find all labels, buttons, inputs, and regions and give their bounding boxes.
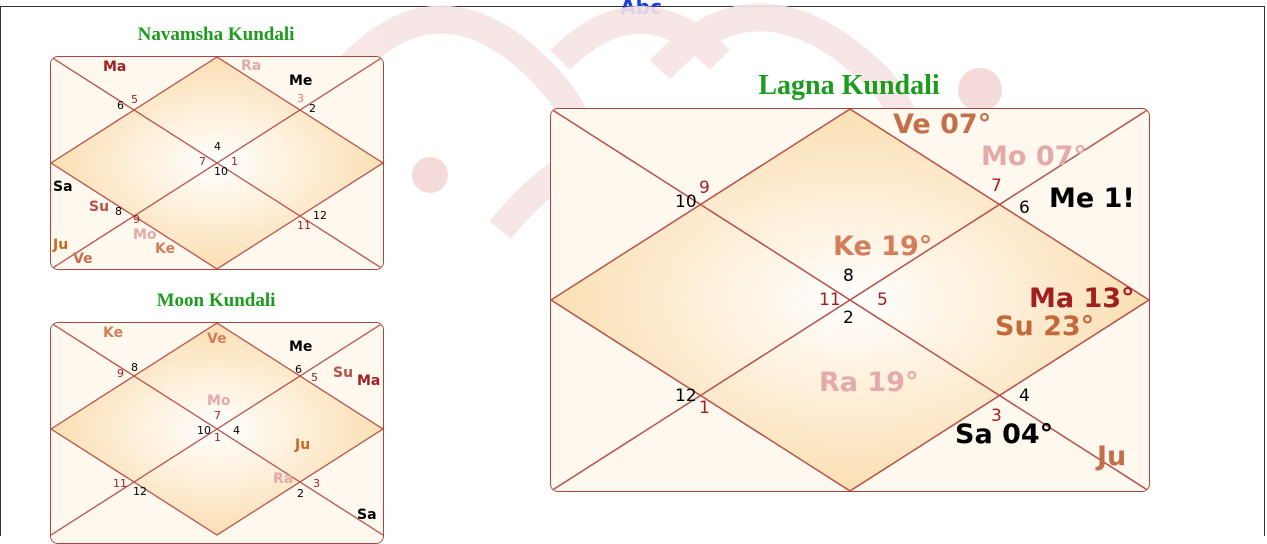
lagna-title: Lagna Kundali	[758, 70, 940, 101]
nav-house-10: 10	[214, 165, 228, 178]
moon-planet-ma: Ma	[357, 373, 380, 389]
moon-house-5: 5	[311, 371, 318, 384]
lagna-planet-ju: Ju	[1095, 441, 1126, 472]
lagna-house-6: 6	[1019, 198, 1030, 218]
nav-planet-me: Me	[289, 73, 312, 89]
lagna-house-1: 1	[699, 398, 710, 418]
moon-house-8: 8	[131, 361, 138, 374]
nav-planet-ra: Ra	[241, 58, 261, 74]
lagna-house-11: 11	[819, 290, 841, 310]
nav-house-11: 11	[297, 219, 311, 232]
moon-planet-sa: Sa	[357, 507, 377, 523]
nav-house-12: 12	[313, 209, 327, 222]
nav-planet-ke: Ke	[155, 241, 175, 257]
nav-house-4: 4	[214, 140, 221, 153]
lagna-planet-su: Su 23°	[995, 311, 1094, 342]
moon-house-9: 9	[117, 367, 124, 380]
lagna-planet-ke: Ke 19°	[833, 231, 932, 262]
nav-planet-mo: Mo	[133, 227, 157, 243]
moon-house-11: 11	[113, 477, 127, 490]
nav-planet-ju: Ju	[52, 237, 68, 253]
nav-planet-sa: Sa	[53, 179, 73, 195]
nav-house-7: 7	[199, 155, 206, 168]
moon-planet-ra: Ra	[273, 471, 293, 487]
lagna-house-4: 4	[1019, 386, 1030, 406]
nav-planet-su: Su	[89, 199, 109, 215]
lagna-house-7: 7	[991, 176, 1002, 196]
moon-planet-su: Su	[333, 365, 353, 381]
nav-house-9: 9	[133, 213, 140, 226]
lagna-planet-ve: Ve 07°	[893, 109, 991, 140]
moon-grid: 7 6 5 4 3 2 1 12 11 10 9 8 Ke Ve Me Su M…	[51, 323, 383, 543]
lagna-house-9: 9	[699, 178, 710, 198]
lagna-planet-mo: Mo 07°	[981, 141, 1087, 172]
moon-house-12: 12	[133, 485, 147, 498]
moon-house-6: 6	[295, 363, 302, 376]
nav-house-3: 3	[297, 92, 304, 105]
lagna-planet-me: Me 1!	[1049, 183, 1135, 214]
lagna-house-3: 3	[991, 406, 1002, 426]
moon-planet-ju: Ju	[294, 437, 310, 453]
lagna-house-10: 10	[675, 192, 697, 212]
lagna-grid: 8 7 6 5 4 3 2 1 12 11 10 9 Ve 07° Mo 07°…	[551, 109, 1149, 491]
navamsha-chart: 4 3 2 1 12 11 10 9 8 7 6 5 Ma Ra Me Sa S…	[50, 56, 384, 270]
nav-planet-ve: Ve	[73, 251, 93, 267]
lagna-planet-ma: Ma 13°	[1029, 283, 1135, 314]
moon-house-1: 1	[214, 431, 221, 444]
moon-chart: 7 6 5 4 3 2 1 12 11 10 9 8 Ke Ve Me Su M…	[50, 322, 384, 544]
moon-house-4: 4	[233, 424, 240, 437]
lagna-chart: 8 7 6 5 4 3 2 1 12 11 10 9 Ve 07° Mo 07°…	[550, 108, 1150, 492]
lagna-house-8: 8	[843, 266, 854, 286]
nav-house-2: 2	[309, 102, 316, 115]
moon-house-7: 7	[214, 409, 221, 422]
nav-house-1: 1	[231, 155, 238, 168]
lagna-planet-ra: Ra 19°	[819, 367, 918, 398]
lagna-house-12: 12	[675, 386, 697, 406]
moon-title: Moon Kundali	[156, 290, 276, 311]
moon-planet-mo: Mo	[207, 393, 231, 409]
lagna-house-2: 2	[843, 308, 854, 328]
moon-house-10: 10	[197, 424, 211, 437]
lagna-house-5: 5	[877, 290, 888, 310]
navamsha-grid: 4 3 2 1 12 11 10 9 8 7 6 5 Ma Ra Me Sa S…	[51, 57, 383, 269]
nav-house-8: 8	[115, 205, 122, 218]
nav-house-6: 6	[117, 99, 124, 112]
nav-planet-ma: Ma	[103, 59, 126, 75]
moon-house-2: 2	[297, 487, 304, 500]
navamsha-title: Navamsha Kundali	[137, 24, 295, 45]
nav-house-5: 5	[131, 93, 138, 106]
moon-house-3: 3	[313, 477, 320, 490]
moon-planet-me: Me	[289, 339, 312, 355]
lagna-planet-sa: Sa 04°	[955, 419, 1053, 450]
moon-planet-ke: Ke	[103, 325, 123, 341]
moon-planet-ve: Ve	[207, 331, 227, 347]
